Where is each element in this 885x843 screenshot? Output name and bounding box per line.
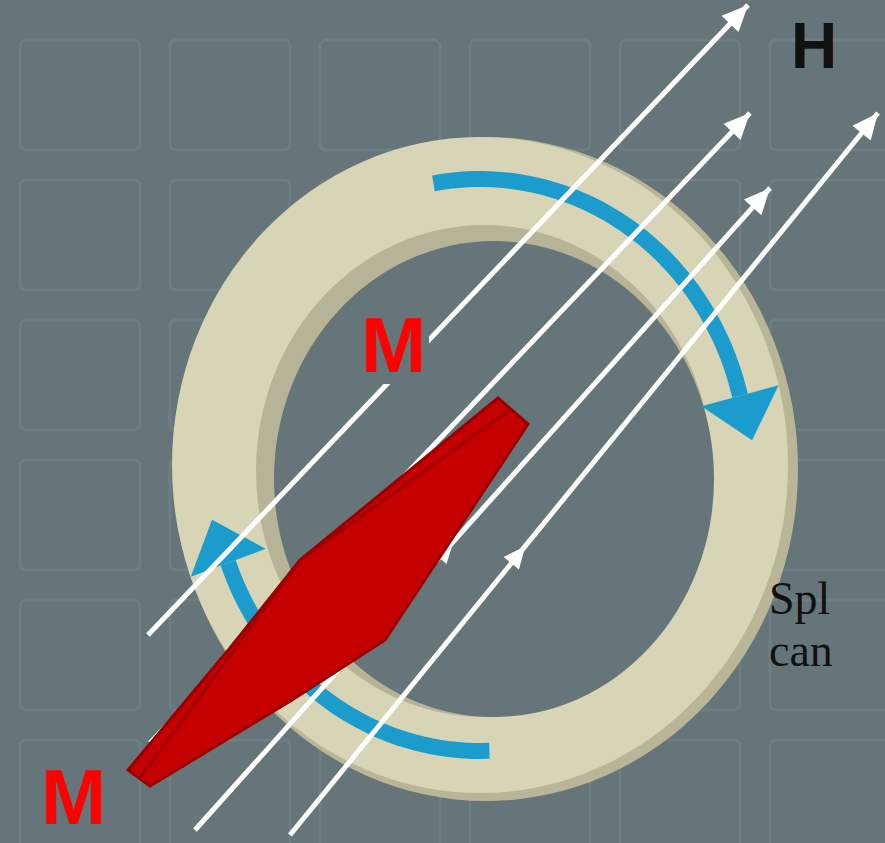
pattern-square bbox=[20, 40, 140, 150]
magnetization-label: M bbox=[358, 306, 429, 384]
pattern-square bbox=[20, 320, 140, 430]
compass-needle bbox=[128, 398, 528, 786]
field-arrowhead bbox=[722, 5, 748, 32]
pattern-square bbox=[470, 40, 590, 150]
slide-text: can bbox=[766, 628, 836, 674]
pattern-square bbox=[770, 740, 885, 843]
needle-ridge bbox=[140, 410, 510, 778]
field-line bbox=[290, 113, 878, 835]
pattern-square bbox=[320, 40, 440, 150]
rotation-arrowhead bbox=[701, 385, 778, 440]
pattern-square bbox=[620, 40, 740, 150]
pattern-square bbox=[20, 600, 140, 710]
field-label: H bbox=[788, 14, 840, 78]
slide-text: Spl bbox=[766, 576, 833, 622]
field-arrowhead bbox=[724, 113, 750, 140]
pattern-square bbox=[20, 180, 140, 290]
pattern-square bbox=[770, 180, 885, 290]
field-line bbox=[195, 188, 770, 830]
pattern-square bbox=[170, 40, 290, 150]
field-arrowhead bbox=[853, 113, 878, 141]
background-pattern bbox=[20, 40, 885, 843]
field-arrowhead bbox=[504, 546, 526, 569]
pattern-square bbox=[20, 460, 140, 570]
compass-needle-body bbox=[128, 398, 528, 786]
pattern-square bbox=[20, 740, 140, 843]
field-arrowhead bbox=[744, 188, 770, 215]
magnetization-label: M bbox=[38, 758, 109, 836]
